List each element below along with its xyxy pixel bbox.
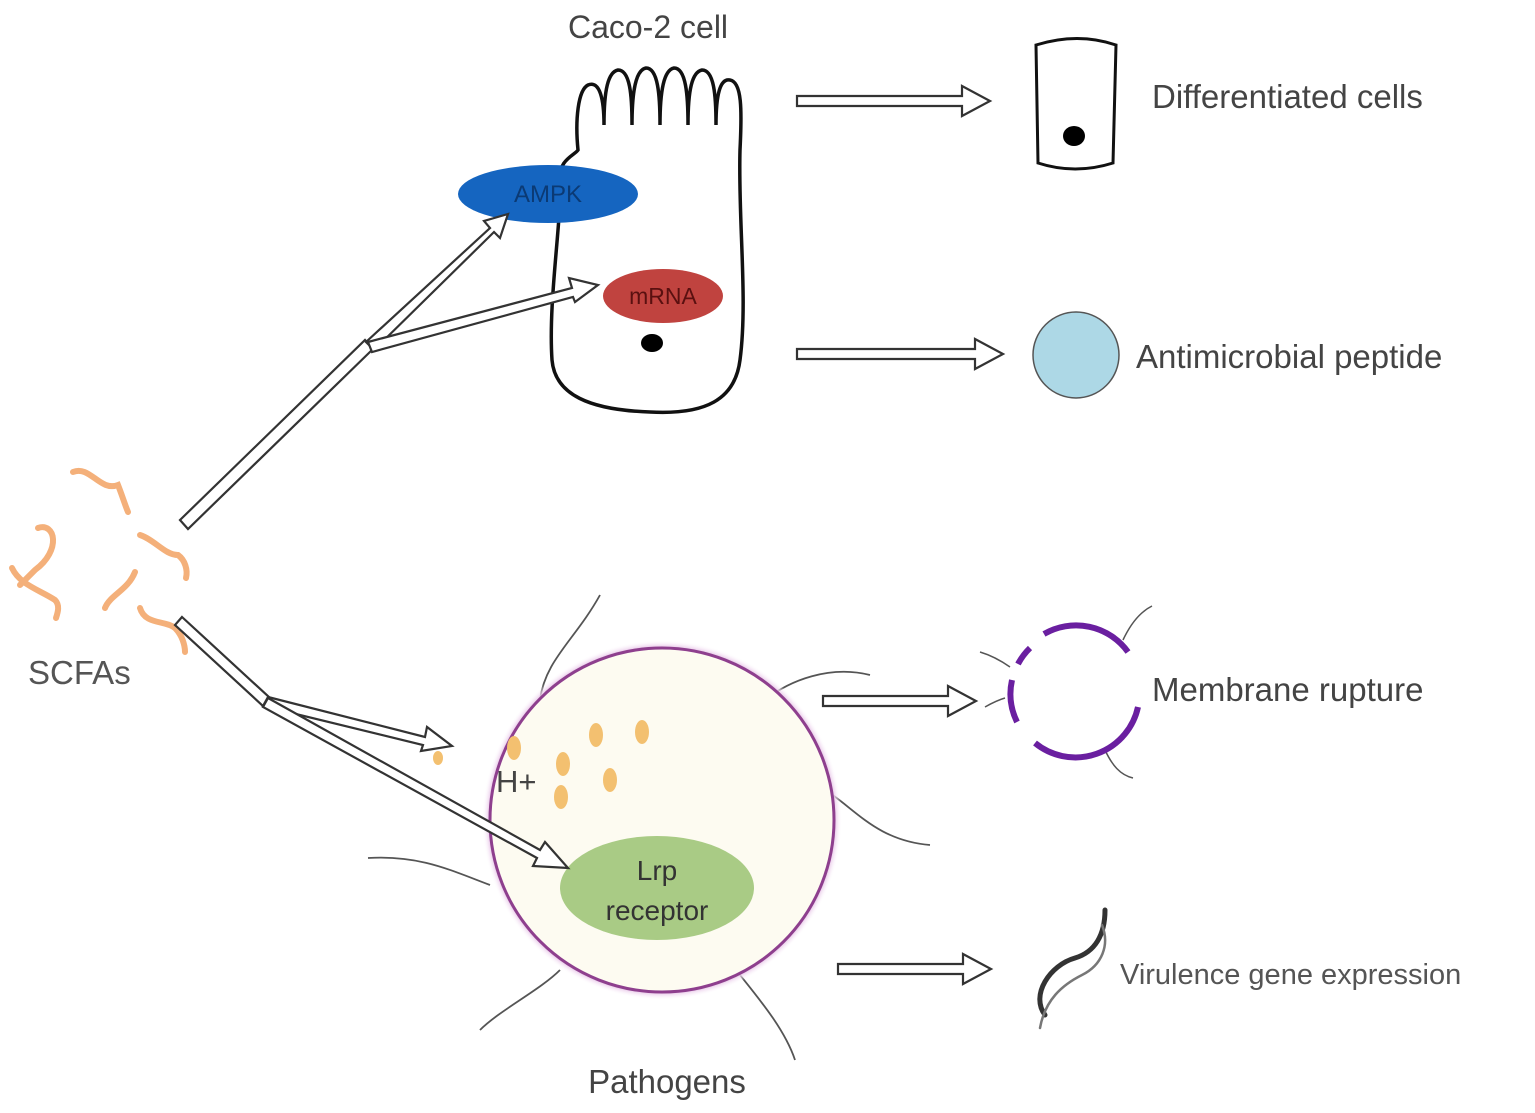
arrows — [173, 84, 1006, 986]
proton-dot — [589, 723, 603, 747]
dna-strand-icon — [1038, 923, 1107, 1030]
differentiated-cell-outline — [1034, 37, 1118, 171]
pathogen: H+ Lrp receptor Pathogens — [367, 594, 931, 1100]
rupture-flagella — [979, 605, 1153, 779]
arrow-to-lrp — [261, 696, 571, 870]
scfa-squiggle — [17, 524, 56, 588]
proton-dot — [554, 785, 568, 809]
caco2-cell-outline — [549, 66, 745, 415]
scfa-squiggle — [137, 605, 188, 655]
scfa-squiggle — [70, 467, 131, 515]
lrp-label-line1: Lrp — [637, 855, 677, 886]
caco2-cell-title: Caco-2 cell — [568, 9, 728, 45]
ampk-ellipse — [458, 165, 638, 223]
rupture-arc — [1033, 706, 1141, 761]
virulence-gene: Virulence gene expression — [1037, 907, 1461, 1030]
differentiated-cell-nucleus — [1063, 126, 1085, 146]
caco2-nucleus — [641, 334, 663, 352]
membrane-rupture: Membrane rupture — [979, 605, 1423, 779]
proton-dot — [433, 751, 443, 765]
arrow-to-proton — [261, 695, 455, 753]
arrow-to-differentiated — [795, 84, 993, 118]
scfa-squiggle — [102, 569, 138, 611]
differentiated-cell: Differentiated cells — [1034, 37, 1423, 171]
arrow-to-rupture — [821, 684, 979, 718]
antimicrobial-peptide-label: Antimicrobial peptide — [1136, 338, 1442, 375]
rupture-arc — [1042, 622, 1131, 654]
rupture-ring — [1007, 622, 1141, 761]
mrna-ellipse — [603, 269, 723, 323]
arrow-to-virulence — [836, 952, 994, 986]
pathogens-label: Pathogens — [588, 1063, 746, 1100]
arrow-to-ampk — [364, 212, 510, 352]
pathogen-body — [488, 646, 836, 994]
arrow-to-peptide — [795, 337, 1006, 371]
peptide-circle — [1032, 311, 1120, 399]
scfa-squiggle — [137, 532, 190, 581]
lrp-receptor — [560, 836, 754, 940]
arrow-scfa-trunk-upper — [178, 338, 375, 531]
proton-dots — [433, 720, 649, 809]
rupture-arc — [1015, 645, 1033, 666]
proton-dot — [603, 768, 617, 792]
scfas-label: SCFAs — [28, 654, 131, 691]
arrow-to-mrna — [366, 276, 601, 354]
proton-dot — [556, 752, 570, 776]
arrow-scfa-trunk-lower — [173, 615, 272, 708]
membrane-rupture-label: Membrane rupture — [1152, 671, 1423, 708]
dna-strand-icon — [1037, 907, 1108, 1018]
differentiated-cells-label: Differentiated cells — [1152, 78, 1423, 115]
mrna-label: mRNA — [629, 283, 697, 309]
scfa-molecules: SCFAs — [9, 467, 190, 691]
rupture-arc — [1007, 679, 1020, 724]
proton-dot — [507, 736, 521, 760]
h-plus-label: H+ — [496, 764, 537, 799]
virulence-gene-expression-label: Virulence gene expression — [1120, 959, 1461, 991]
ampk-label: AMPK — [514, 181, 582, 208]
caco2-cell: AMPK mRNA Caco-2 cell — [458, 9, 745, 415]
proton-dot — [635, 720, 649, 744]
scfa-squiggle — [9, 565, 62, 621]
antimicrobial-peptide: Antimicrobial peptide — [1032, 311, 1442, 399]
lrp-label-line2: receptor — [606, 895, 709, 926]
